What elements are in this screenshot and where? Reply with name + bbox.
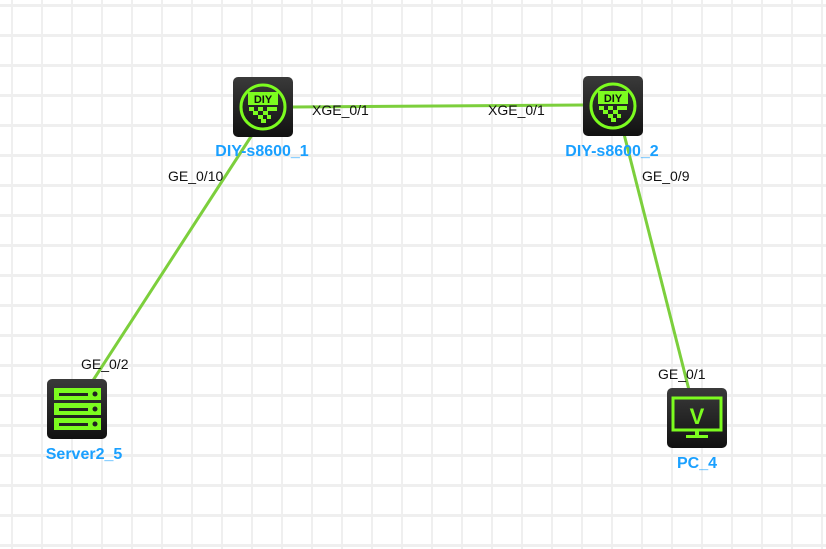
port-label: XGE_0/1: [488, 102, 545, 118]
switch-icon: DIY: [239, 83, 287, 131]
port-label: GE_0/10: [168, 168, 224, 184]
node-name[interactable]: Server2_5: [45, 446, 123, 463]
monitor-icon: V: [671, 396, 723, 438]
svg-text:V: V: [690, 404, 705, 429]
node-name[interactable]: DIY-s8600_2: [565, 143, 659, 160]
port-label: XGE_0/1: [312, 102, 369, 118]
port-label: GE_0/2: [81, 356, 129, 372]
link-s1-server[interactable]: [90, 134, 254, 383]
node-server2-5[interactable]: [47, 379, 107, 439]
svg-text:DIY: DIY: [254, 94, 273, 106]
port-label: GE_0/9: [642, 168, 690, 184]
node-pc-4[interactable]: V: [667, 388, 727, 448]
node-name[interactable]: DIY-s8600_1: [215, 143, 309, 160]
node-diy-s8600-2[interactable]: DIY: [583, 76, 643, 136]
switch-icon: DIY: [589, 82, 637, 130]
svg-text:DIY: DIY: [604, 93, 623, 105]
node-name[interactable]: PC_4: [676, 455, 718, 472]
link-s2-pc[interactable]: [622, 133, 691, 391]
port-label: GE_0/1: [658, 366, 706, 382]
node-diy-s8600-1[interactable]: DIY: [233, 77, 293, 137]
link-s1-s2[interactable]: [292, 103, 584, 109]
server-icon: [54, 388, 101, 430]
